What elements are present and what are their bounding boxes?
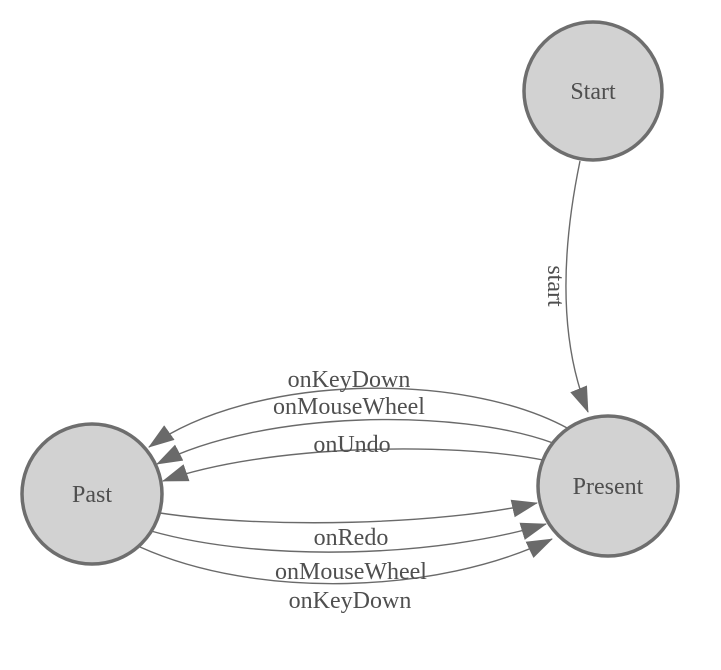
edge-labels-layer: start onKeyDown onMouseWheel onUndo onRe… — [273, 265, 568, 614]
edge-past-to-present-keydown[interactable] — [139, 538, 553, 585]
edge-label-start: start — [542, 265, 568, 307]
state-label-present: Present — [573, 474, 644, 500]
edge-label-onredo: onRedo — [314, 525, 389, 551]
edge-present-to-past-undo[interactable] — [162, 448, 544, 482]
edge-label-onundo: onUndo — [313, 432, 390, 458]
edge-label-onkeydown-top: onKeyDown — [288, 367, 411, 393]
edge-label-onkeydown-bottom: onKeyDown — [289, 588, 412, 614]
edge-past-to-present-redo[interactable] — [159, 499, 538, 524]
edges-layer — [139, 160, 589, 585]
edge-start-to-present[interactable] — [565, 160, 589, 413]
state-node-present[interactable]: Present — [536, 414, 680, 558]
edge-present-to-past-mousewheel[interactable] — [156, 418, 554, 465]
state-circle-past[interactable] — [20, 422, 164, 566]
state-circle-present[interactable] — [536, 414, 680, 558]
state-label-start: Start — [570, 79, 616, 105]
edge-label-onmousewheel-top: onMouseWheel — [273, 394, 425, 420]
state-label-past: Past — [72, 482, 112, 508]
edge-present-to-past-keydown[interactable] — [148, 387, 570, 448]
nodes-layer: Start Present Past — [20, 20, 680, 566]
state-node-past[interactable]: Past — [20, 422, 164, 566]
edge-past-to-present-mousewheel[interactable] — [150, 522, 547, 553]
edge-label-onmousewheel-bottom: onMouseWheel — [275, 559, 427, 585]
state-node-start[interactable]: Start — [522, 20, 664, 162]
state-circle-start[interactable] — [522, 20, 664, 162]
